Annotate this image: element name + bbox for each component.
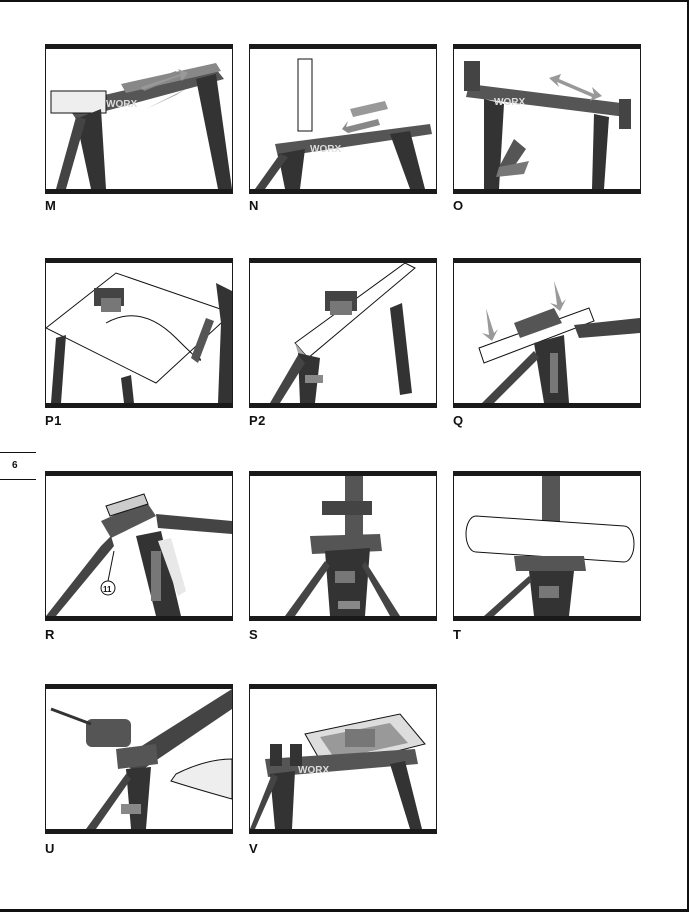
page-border-bottom — [0, 909, 689, 912]
figure-V: WORX — [249, 684, 437, 834]
figure-T — [453, 471, 641, 621]
figure-label-T: T — [453, 627, 462, 642]
brand-mark: WORX — [106, 99, 137, 110]
tool-tray-icon: WORX — [250, 713, 426, 829]
page-border-top — [0, 0, 689, 2]
figure-N: WORX — [249, 44, 437, 194]
clamp-press-icon — [478, 281, 640, 403]
figure-Q — [453, 258, 641, 408]
figure-U — [45, 684, 233, 834]
figure-label-P2: P2 — [249, 413, 266, 428]
figure-label-V: V — [249, 841, 259, 856]
jigsaw-cutting-icon — [46, 272, 232, 403]
figure-label-Q: Q — [453, 413, 464, 428]
figure-R: 11 — [45, 471, 233, 621]
figure-O: WORX — [453, 44, 641, 194]
round-stock-icon — [465, 476, 635, 616]
figure-S — [249, 471, 437, 621]
jigsaw-on-bench-icon — [270, 263, 416, 403]
clamp-release-icon: 11 — [46, 493, 232, 616]
figure-label-O: O — [453, 198, 464, 213]
figure-P1 — [45, 258, 233, 408]
page-number-tab: 6 — [0, 452, 36, 480]
page-border-right — [687, 0, 689, 912]
page-number: 6 — [12, 460, 18, 471]
figure-label-R: R — [45, 627, 55, 642]
workbench-clamp-icon: WORX — [255, 58, 432, 189]
brand-mark: WORX — [494, 97, 525, 108]
figure-P2 — [249, 258, 437, 408]
figure-label-S: S — [249, 627, 259, 642]
figure-M: WORX — [45, 44, 233, 194]
figure-label-P1: P1 — [45, 413, 62, 428]
figure-label-U: U — [45, 841, 55, 856]
workbench-extension-icon: WORX — [50, 63, 232, 189]
figure-label-N: N — [249, 198, 259, 213]
workbench-slide-icon: WORX — [464, 61, 631, 189]
brand-mark: WORX — [310, 144, 341, 155]
bench-folded-icon — [285, 476, 400, 616]
figure-label-M: M — [45, 198, 57, 213]
brand-mark: WORX — [298, 765, 329, 776]
chainsaw-cutting-icon — [50, 689, 232, 829]
callout-number: 11 — [103, 585, 112, 594]
